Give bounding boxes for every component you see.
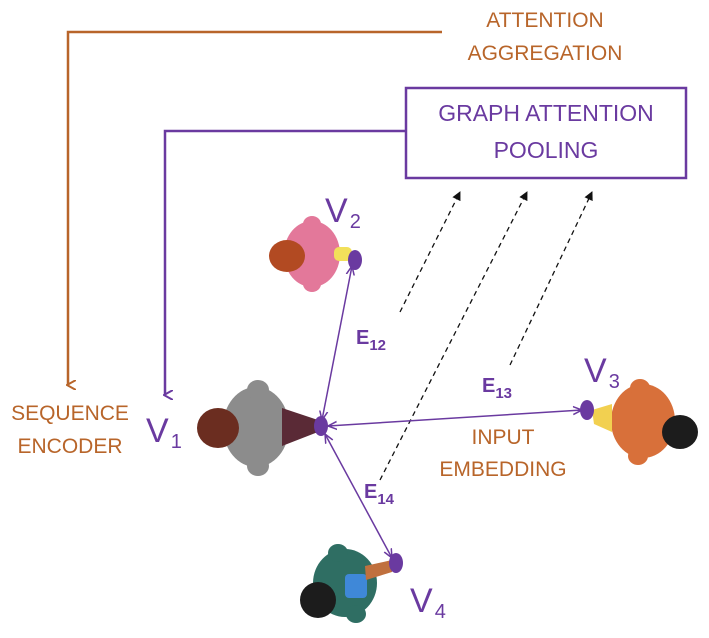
person-v3-figure bbox=[592, 379, 698, 465]
sequence-encoder-label-line-2: ENCODER bbox=[17, 435, 122, 458]
pooling-box-line-1: GRAPH ATTENTION bbox=[438, 100, 654, 126]
person-v4-figure bbox=[300, 544, 392, 623]
pooling-connector bbox=[165, 129, 405, 395]
edge-label-e12: E12 bbox=[356, 327, 386, 354]
person-v2-figure bbox=[269, 216, 352, 292]
attention-aggregation-label-line-1: ATTENTION bbox=[486, 9, 603, 32]
edge-v1-v4 bbox=[325, 434, 392, 558]
input-embedding-label-line-2: EMBEDDING bbox=[439, 458, 566, 481]
node-v3 bbox=[580, 400, 594, 420]
attention-aggregation-label-line-2: AGGREGATION bbox=[468, 42, 623, 65]
edge-label-e13: E13 bbox=[482, 375, 512, 402]
person-v1-figure bbox=[197, 380, 318, 476]
edge-v1-v2 bbox=[322, 266, 352, 420]
edge-label-e14: E14 bbox=[364, 481, 395, 508]
attention-aggregation-connector bbox=[68, 30, 442, 385]
input-embedding-label-line-1: INPUT bbox=[472, 426, 535, 449]
embedding-arrow-e12 bbox=[399, 191, 461, 313]
sequence-encoder-label-line-1: SEQUENCE bbox=[11, 402, 129, 425]
node-v1 bbox=[314, 416, 328, 436]
node-v2 bbox=[348, 250, 362, 270]
embedding-arrow-e13 bbox=[509, 191, 593, 366]
edge-v1-v3 bbox=[328, 410, 582, 426]
graph-attention-pooling-box bbox=[404, 86, 688, 180]
pooling-box-line-2: POOLING bbox=[494, 137, 599, 163]
node-v4 bbox=[389, 553, 403, 573]
